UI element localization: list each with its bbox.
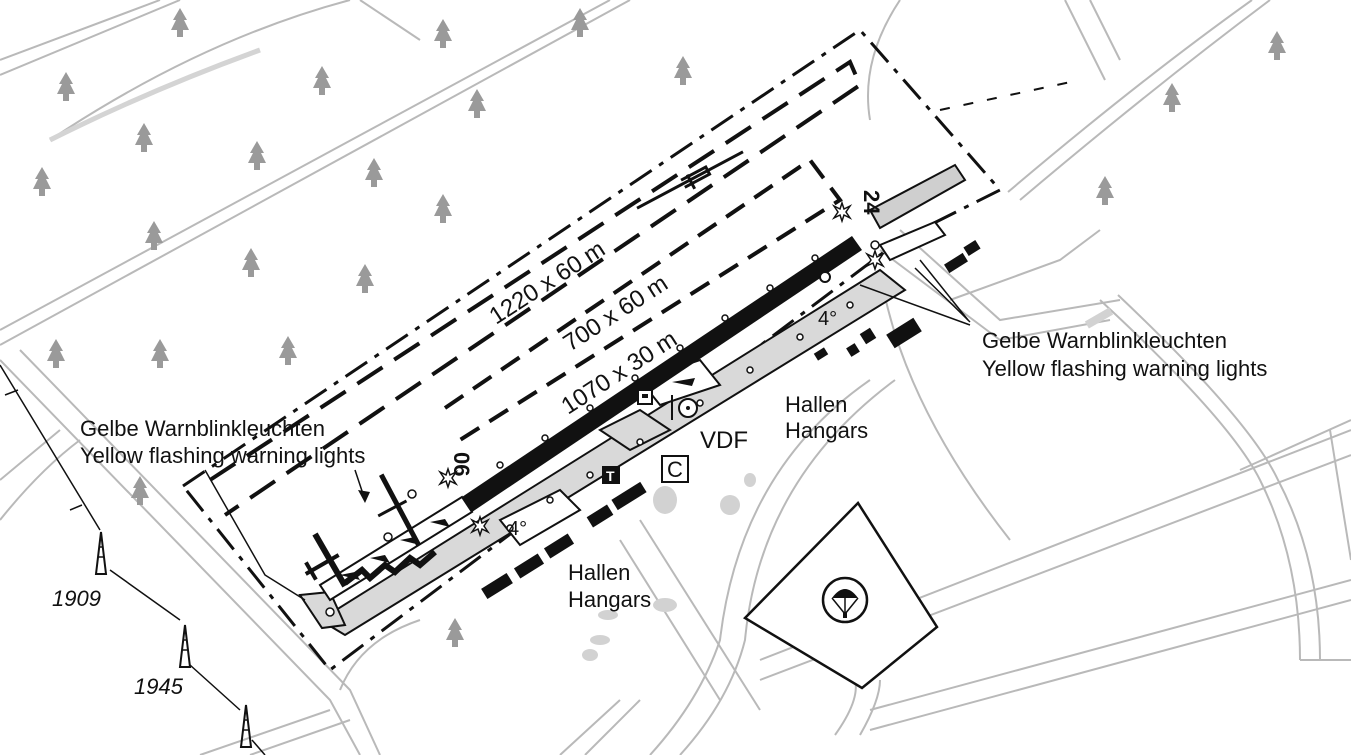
tree-icon <box>248 141 266 170</box>
radio-mast-icon <box>94 531 108 575</box>
vdf-label: VDF <box>700 427 748 454</box>
signal-circle-icon <box>819 271 831 283</box>
tower-icon: T <box>602 466 620 484</box>
tree-icon <box>434 194 452 223</box>
radio-mast-icon <box>178 624 192 668</box>
glider-icon <box>636 150 744 210</box>
windsock-icon <box>671 378 695 420</box>
hangars-north-en: Hangars <box>785 418 868 443</box>
tree-icon <box>571 8 589 37</box>
hangars-south-de: Hallen <box>568 560 630 585</box>
tree-icon <box>446 618 464 647</box>
airfield-boundaries <box>181 28 1081 673</box>
area-700x60 <box>443 157 843 442</box>
taxiway-slope-west: 4° <box>508 518 527 540</box>
runway-06-label: 06 <box>449 452 474 476</box>
tree-icon <box>57 72 75 101</box>
tree-icon <box>47 339 65 368</box>
taxiways <box>298 163 967 637</box>
aircraft-icon <box>304 532 348 588</box>
vdf-antenna-icon <box>678 398 698 418</box>
buildings <box>481 240 981 600</box>
tree-icon <box>1096 176 1114 205</box>
warning-light-icon <box>469 514 491 538</box>
arrow-head <box>358 490 370 503</box>
power-line <box>0 364 266 755</box>
tree-icon <box>1268 31 1286 60</box>
tree-icon <box>33 167 51 196</box>
tower-symbol: T <box>606 468 615 484</box>
mast-elevation-2: 1945 <box>134 674 184 699</box>
leader-lines <box>204 259 971 601</box>
customs-symbol: C <box>667 457 683 482</box>
warning-light-icon <box>437 466 459 490</box>
outer-boundary <box>181 28 1003 673</box>
tree-icon <box>171 8 189 37</box>
tree-icon <box>242 248 260 277</box>
tree-icon <box>1163 83 1181 112</box>
warning-lights-east-en: Yellow flashing warning lights <box>982 356 1267 381</box>
runway-06-24 <box>318 236 862 602</box>
tree-icon <box>356 264 374 293</box>
warning-light-icon <box>831 200 853 224</box>
warning-lights-west-en: Yellow flashing warning lights <box>80 443 365 468</box>
parachute-drop-zone <box>742 501 939 690</box>
tree-icon <box>674 56 692 85</box>
mast-elevation-1: 1909 <box>52 586 101 611</box>
customs-icon: C <box>661 455 689 483</box>
tree-icon <box>135 123 153 152</box>
tree-icon <box>365 158 383 187</box>
tree-icon <box>145 221 163 250</box>
ground-patches <box>582 307 1114 661</box>
warning-lights-west-de: Gelbe Warnblinkleuchten <box>80 416 325 441</box>
glider-icon <box>377 473 421 547</box>
tree-icon <box>468 89 486 118</box>
warning-light-icon <box>864 248 886 272</box>
tree-icon <box>151 339 169 368</box>
trees <box>33 8 1286 647</box>
parachute-icon <box>831 589 859 618</box>
taxiway-slope-east: 4° <box>818 308 837 330</box>
runway-edge-lights <box>325 240 880 617</box>
tree-icon <box>313 66 331 95</box>
radio-mast-icon <box>239 704 253 748</box>
tree-icon <box>434 19 452 48</box>
fuel-icon <box>637 389 653 405</box>
hangars-north-de: Hallen <box>785 392 847 417</box>
power-line-ticks <box>4 389 83 511</box>
tree-icon <box>131 476 149 505</box>
runway-24-label: 24 <box>859 190 884 215</box>
hangars-south-en: Hangars <box>568 587 651 612</box>
area-1220x60 <box>208 59 863 517</box>
tree-icon <box>279 336 297 365</box>
warning-lights-east-de: Gelbe Warnblinkleuchten <box>982 328 1227 353</box>
